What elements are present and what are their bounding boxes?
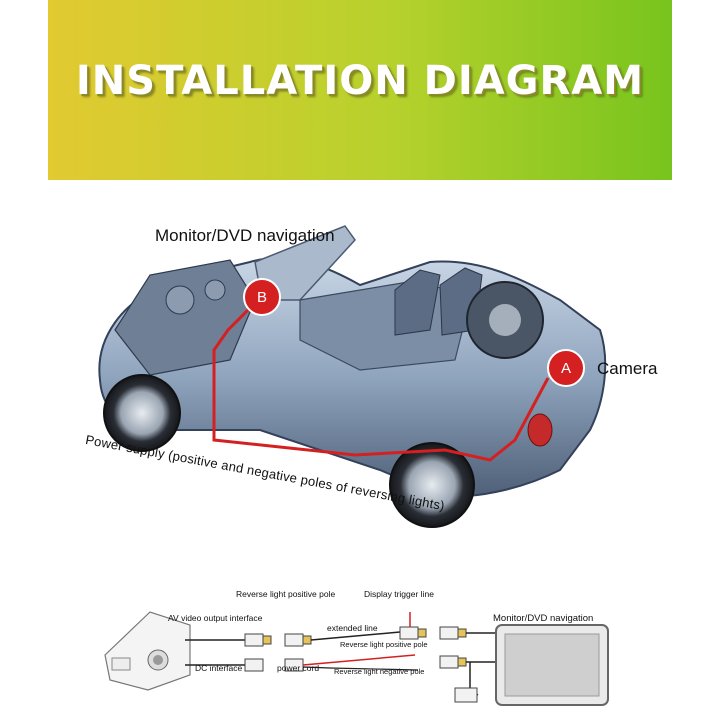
rca-connector-5 <box>440 656 466 668</box>
extended-line-label: extended line <box>327 623 378 633</box>
av-output-label: AV video output interface <box>168 613 262 623</box>
svg-text:A: A <box>561 360 571 377</box>
dc-plug <box>455 688 477 702</box>
monitor-label: Monitor/DVD navigation <box>155 226 335 246</box>
rca-connector-3 <box>400 627 426 639</box>
monitor-icon <box>496 625 608 705</box>
reverse-positive-label: Reverse light positive pole <box>236 589 335 599</box>
tail-light <box>528 414 552 446</box>
dc-interface-label: DC interface <box>195 663 242 673</box>
rca-connector-2 <box>285 634 311 646</box>
rca-connector-4 <box>440 627 466 639</box>
camera-icon <box>105 612 190 690</box>
dc-connector-1 <box>245 659 263 671</box>
svg-text:B: B <box>257 289 267 306</box>
monitor-small-label: Monitor/DVD navigation <box>493 613 593 624</box>
camera-label: Camera <box>597 359 657 379</box>
reverse-positive-2-label: Reverse light positive pole <box>340 640 428 649</box>
display-trigger-label: Display trigger line <box>364 589 434 599</box>
rca-connector-1 <box>245 634 271 646</box>
rear-wheel <box>390 443 474 527</box>
reverse-negative-label: Reverse light negative pole <box>334 667 424 676</box>
power-cord-label: power cord <box>277 663 319 673</box>
